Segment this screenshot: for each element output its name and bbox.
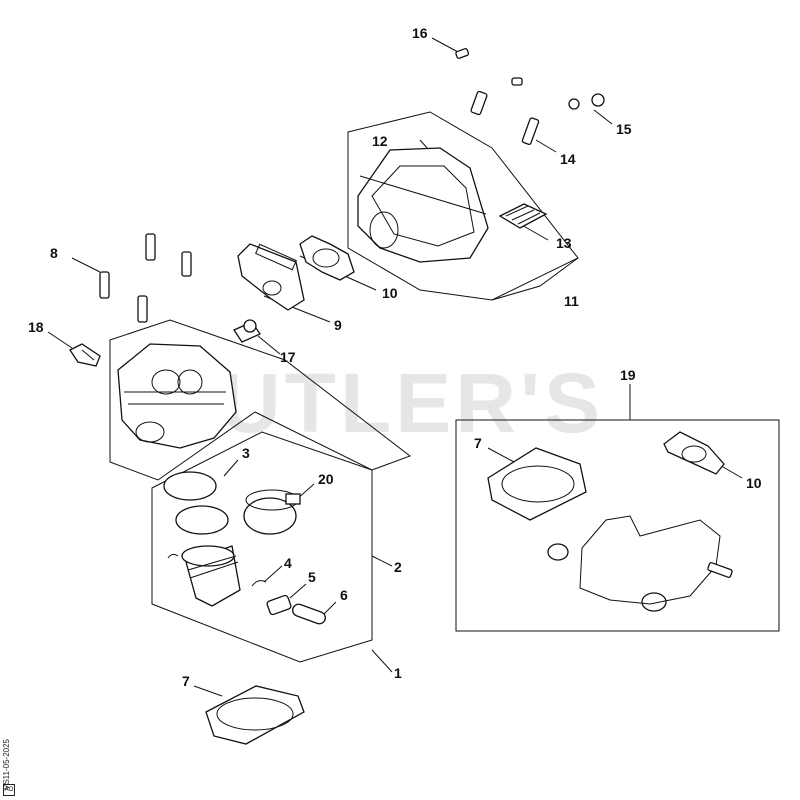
callout-15: 15 (616, 121, 632, 137)
oil-seals (547, 543, 667, 612)
screen-filter (498, 203, 548, 229)
piston-pin (292, 603, 326, 625)
callout-12: 12 (372, 133, 388, 149)
assembly-box-19 (455, 419, 780, 632)
callout-8: 8 (50, 245, 58, 261)
callout-4: 4 (284, 555, 292, 571)
circlip (251, 580, 267, 587)
callout-labels: 16 15 14 12 13 10 11 9 8 18 17 19 3 20 2… (28, 25, 762, 689)
piston-rings (163, 471, 229, 535)
callout-10-set: 10 (746, 475, 762, 491)
spark-plug (69, 343, 101, 367)
decompression-valve (233, 319, 261, 343)
leader-lines (47, 37, 743, 697)
callout-20: 20 (318, 471, 334, 487)
watermark-text: UTLER'S (220, 356, 604, 450)
callout-11: 11 (564, 293, 579, 309)
callout-18: 18 (28, 319, 44, 335)
document-code-box: AO (3, 784, 15, 796)
cylinder (117, 343, 237, 449)
screws-top (455, 48, 605, 146)
needle-bearing (266, 594, 292, 616)
screw-set (707, 562, 733, 578)
assembly-box-11 (347, 111, 579, 301)
screws-8 (99, 233, 192, 323)
crankcase-gasket (579, 515, 721, 605)
piston (167, 545, 241, 607)
callout-17: 17 (280, 349, 296, 365)
callout-10-top: 10 (382, 285, 398, 301)
flange-plate (237, 243, 305, 311)
gasket-10-set (663, 431, 725, 475)
gasket-10-top (299, 235, 355, 281)
gasket-7-set (487, 447, 587, 521)
gasket-7-bottom (205, 685, 305, 745)
callout-7-set: 7 (474, 435, 482, 451)
callout-2: 2 (394, 559, 402, 575)
callout-16: 16 (412, 25, 428, 41)
callout-13: 13 (556, 235, 572, 251)
callout-19: 19 (620, 367, 636, 383)
callout-3: 3 (242, 445, 250, 461)
assembly-box-2 (151, 431, 373, 663)
document-code: VS11-05-2025 (2, 739, 11, 790)
callout-1: 1 (394, 665, 402, 681)
clamp-band (243, 489, 301, 535)
callout-5: 5 (308, 569, 316, 585)
callout-6: 6 (340, 587, 348, 603)
callout-9: 9 (334, 317, 342, 333)
callout-7-bottom: 7 (182, 673, 190, 689)
intake-housing (357, 147, 489, 263)
callout-14: 14 (560, 151, 576, 167)
